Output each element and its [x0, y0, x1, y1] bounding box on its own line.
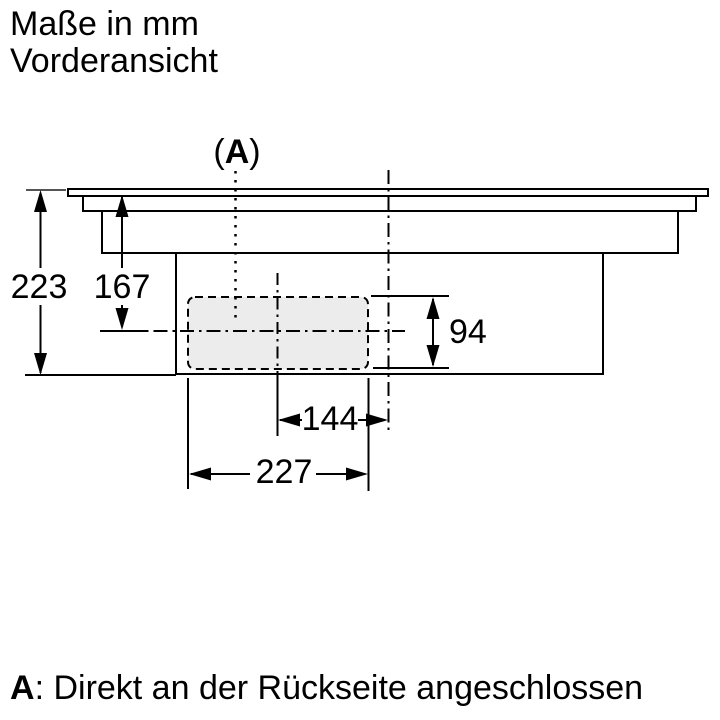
- callout-paren-close: ): [249, 133, 261, 171]
- housing-outline: [101, 210, 679, 254]
- footnote-marker: A: [10, 669, 35, 707]
- footnote: A: Direkt an der Rückseite angeschlossen: [10, 671, 643, 705]
- callout-letter: A: [224, 133, 250, 171]
- dim-223-value: 223: [10, 268, 68, 306]
- title-block: Maße in mm Vorderansicht: [10, 6, 218, 80]
- dim-167-arrow-down: [115, 308, 129, 330]
- dim-167-value: 167: [93, 268, 151, 306]
- dim-144-arrow-left: [278, 413, 300, 427]
- dim-227-arrow-left: [189, 467, 211, 481]
- units-note: Maße in mm: [10, 5, 199, 43]
- dim-94-arrow-up: [426, 297, 440, 319]
- dim-144-value: 144: [301, 400, 359, 438]
- dim-167-arrow-up: [115, 195, 129, 217]
- view-name: Vorderansicht: [10, 42, 218, 80]
- dim-227-arrow-right: [346, 467, 368, 481]
- dim-223-arrow-up: [34, 190, 47, 212]
- dim-94-value: 94: [449, 313, 487, 351]
- footnote-text: : Direkt an der Rückseite angeschlossen: [34, 669, 644, 707]
- dim-227-value: 227: [255, 453, 313, 491]
- dim-223-arrow-down: [34, 353, 47, 375]
- dim-94-arrow-down: [426, 345, 440, 367]
- callout-a-label: (A): [204, 135, 270, 169]
- callout-paren-open: (: [213, 133, 225, 171]
- dim-144-arrow-right: [366, 413, 388, 427]
